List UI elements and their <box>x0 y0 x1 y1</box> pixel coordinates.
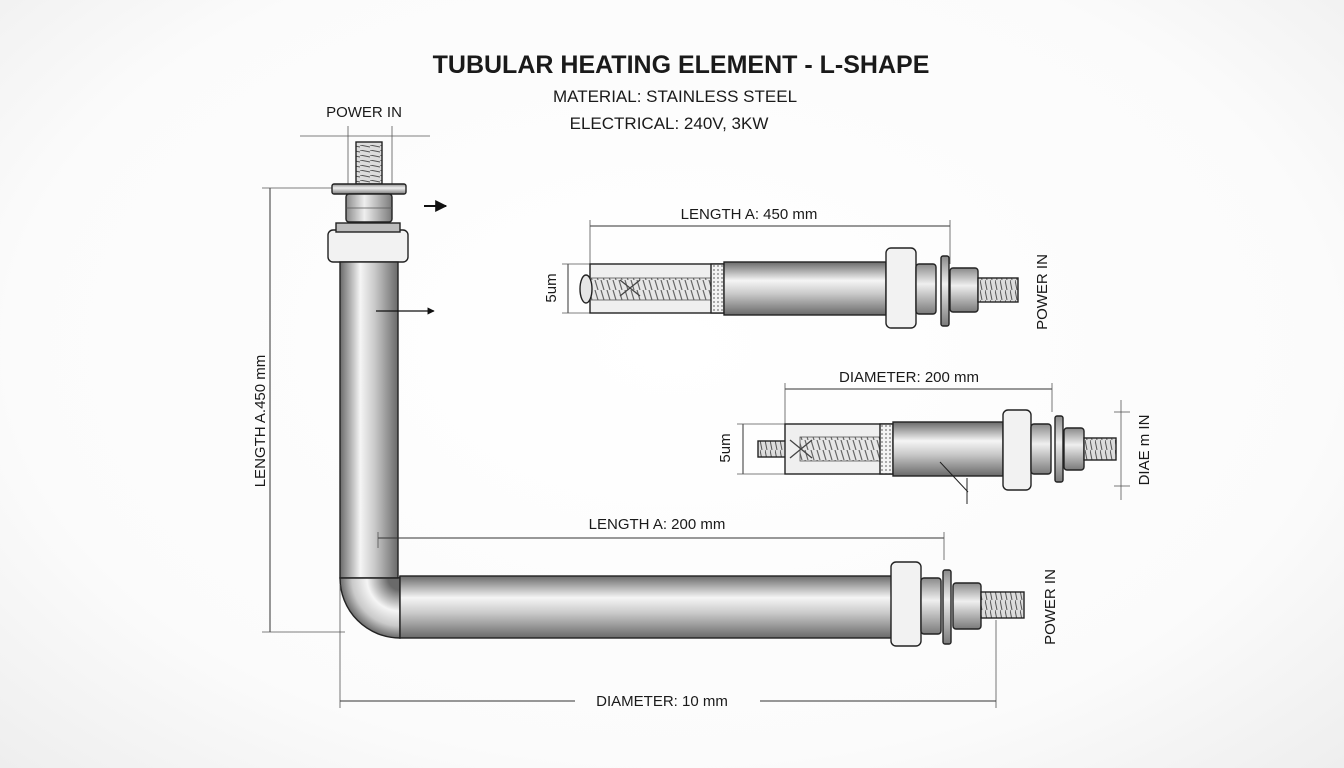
drawing-title: TUBULAR HEATING ELEMENT - L-SHAPE <box>433 51 930 79</box>
right-hex-nut-2 <box>952 582 982 630</box>
lower-insulation-band <box>879 423 894 475</box>
lower-right-label: DIAE m IN <box>1136 415 1153 486</box>
right-threaded-stud <box>980 591 1025 619</box>
top-threaded-stud <box>355 141 383 185</box>
main-power-in-label: POWER IN <box>326 104 402 121</box>
horizontal-tube-leg <box>399 575 893 639</box>
main-diameter-label: DIAMETER: 10 mm <box>596 693 728 710</box>
material-spec: MATERIAL: STAINLESS STEEL <box>553 87 797 106</box>
detail-view-lower: DIAMETER: 200 mm 5um DIAE m IN <box>717 369 1153 504</box>
upper-power-in-label: POWER IN <box>1034 254 1051 330</box>
tube-bend <box>339 575 401 639</box>
lower-threaded-stud <box>1083 437 1117 461</box>
lower-sheath <box>892 421 1004 477</box>
horizontal-length-label: LENGTH A: 200 mm <box>589 516 726 533</box>
right-hex-nut <box>920 577 942 635</box>
top-ceramic-insulator <box>327 229 409 263</box>
upper-sheath <box>723 261 887 316</box>
lower-heating-coil <box>799 436 881 462</box>
upper-side-label: 5um <box>543 273 560 302</box>
electrical-spec: ELECTRICAL: 240V, 3KW <box>570 114 769 133</box>
main-l-shape-view: POWER IN LENGTH A.450 mm POWER IN <box>252 104 1059 710</box>
upper-threaded-stud <box>977 277 1019 303</box>
upper-insulation-band <box>710 263 725 314</box>
lower-diameter-label: DIAMETER: 200 mm <box>839 369 979 386</box>
right-ceramic-insulator <box>890 561 922 647</box>
top-washer <box>331 183 407 195</box>
upper-length-label: LENGTH A: 450 mm <box>681 206 818 223</box>
lower-side-label: 5um <box>717 433 734 462</box>
upper-heating-coil <box>589 277 713 301</box>
vertical-tube-leg <box>339 261 399 579</box>
detail-view-upper: LENGTH A: 450 mm 5um POWER IN <box>543 206 1051 330</box>
horizontal-power-in-label: POWER IN <box>1042 569 1059 645</box>
vertical-length-label: LENGTH A.450 mm <box>252 355 269 488</box>
right-washer <box>942 569 952 645</box>
